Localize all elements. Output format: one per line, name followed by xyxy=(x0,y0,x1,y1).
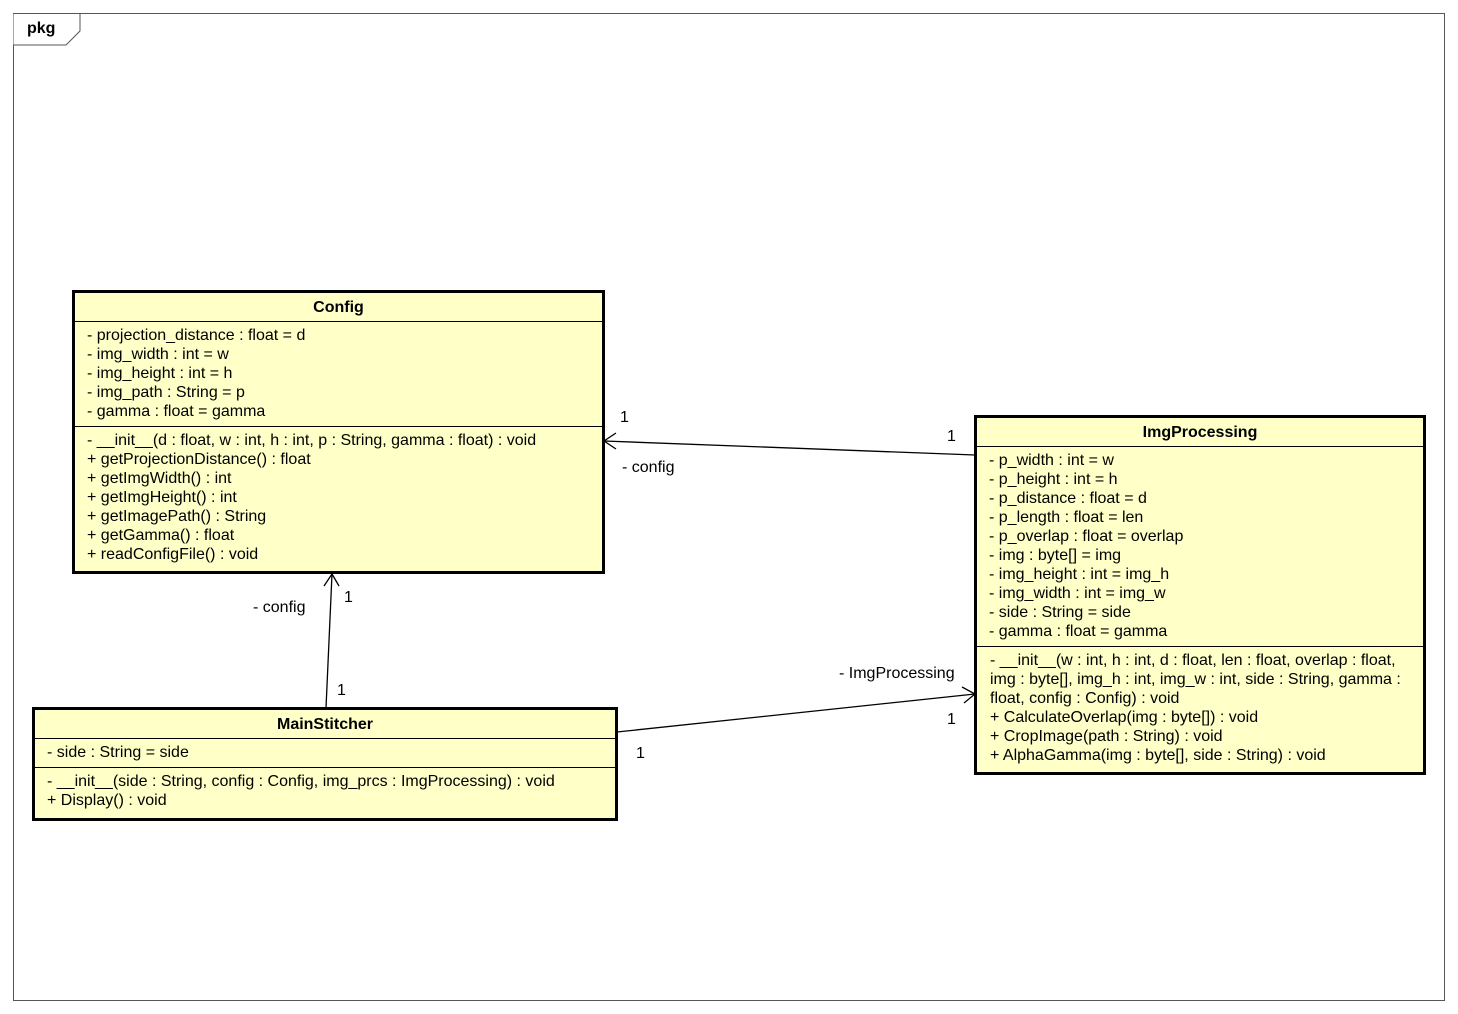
operation: - __init__(d : float, w : int, h : int, … xyxy=(87,432,537,449)
operations-compartment: - __init__(w : int, h : int, d : float, … xyxy=(977,647,1423,770)
class-name: Config xyxy=(75,293,602,322)
role-config: - config xyxy=(622,459,675,476)
association-img-to-config xyxy=(603,440,976,456)
attribute: - img : byte[] = img xyxy=(989,547,1122,564)
operation: + getGamma() : float xyxy=(87,527,235,544)
attribute: - img_width : int = w xyxy=(87,346,229,363)
operations-compartment: - __init__(side : String, config : Confi… xyxy=(35,768,615,815)
attribute: - p_length : float = len xyxy=(989,509,1144,526)
attribute: - gamma : float = gamma xyxy=(87,403,266,420)
role-config-main: - config xyxy=(253,599,306,616)
operation: - __init__(w : int, h : int, d : float, … xyxy=(990,652,1401,707)
class-mainstitcher[interactable]: MainStitcher - side : String = side - __… xyxy=(32,707,618,821)
package-frame xyxy=(13,13,1445,1001)
class-config[interactable]: Config - projection_distance : float = d… xyxy=(72,290,605,574)
attribute: - p_overlap : float = overlap xyxy=(989,528,1184,545)
operation: + getImgWidth() : int xyxy=(87,470,232,487)
class-name: MainStitcher xyxy=(35,710,615,739)
operation: + getProjectionDistance() : float xyxy=(87,451,311,468)
multiplicity-mainstitcher-end-img: 1 xyxy=(636,745,645,762)
association-main-to-img xyxy=(616,693,976,733)
attribute: - img_height : int = img_h xyxy=(989,566,1170,583)
attributes-compartment: - side : String = side xyxy=(35,739,615,768)
attribute: - side : String = side xyxy=(989,604,1131,621)
attribute: - img_path : String = p xyxy=(87,384,245,401)
package-frame-tab xyxy=(13,13,81,46)
attribute: - projection_distance : float = d xyxy=(87,327,306,344)
class-imgprocessing[interactable]: ImgProcessing - p_width : int = w - p_he… xyxy=(974,415,1426,775)
multiplicity-config-end: 1 xyxy=(620,409,629,426)
operation: + readConfigFile() : void xyxy=(87,546,259,563)
package-frame-label: pkg xyxy=(27,20,56,37)
attribute: - p_width : int = w xyxy=(989,452,1114,469)
attributes-compartment: - p_width : int = w - p_height : int = h… xyxy=(977,447,1423,647)
attribute: - gamma : float = gamma xyxy=(989,623,1168,640)
multiplicity-mainstitcher-end: 1 xyxy=(337,682,346,699)
operations-compartment: - __init__(d : float, w : int, h : int, … xyxy=(75,427,602,569)
attribute: - side : String = side xyxy=(47,744,189,761)
operation: + AlphaGamma(img : byte[], side : String… xyxy=(990,747,1326,764)
attribute: - p_distance : float = d xyxy=(989,490,1147,507)
multiplicity-imgprocessing-end: 1 xyxy=(947,428,956,445)
operation: - __init__(side : String, config : Confi… xyxy=(47,773,555,790)
operation: + CalculateOverlap(img : byte[]) : void xyxy=(990,709,1259,726)
attribute: - p_height : int = h xyxy=(989,471,1118,488)
attributes-compartment: - projection_distance : float = d - img_… xyxy=(75,322,602,427)
arrowhead-config-bottom xyxy=(323,572,340,587)
class-name: ImgProcessing xyxy=(977,418,1423,447)
attribute: - img_height : int = h xyxy=(87,365,233,382)
operation: + Display() : void xyxy=(47,792,167,809)
operation: + CropImage(path : String) : void xyxy=(990,728,1223,745)
multiplicity-config-end-main: 1 xyxy=(344,589,353,606)
attribute: - img_width : int = img_w xyxy=(989,585,1166,602)
association-main-to-config xyxy=(325,573,333,709)
operation: + getImagePath() : String xyxy=(87,508,267,525)
multiplicity-imgprocessing-end-main: 1 xyxy=(947,711,956,728)
role-imgprocessing: - ImgProcessing xyxy=(839,665,955,682)
operation: + getImgHeight() : int xyxy=(87,489,237,506)
